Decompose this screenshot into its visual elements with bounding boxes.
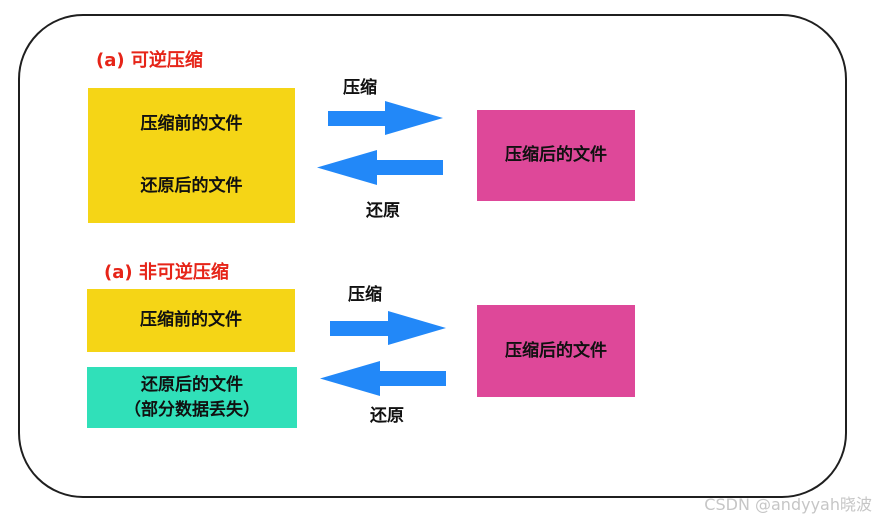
section-title-lossy: (a) 非可逆压缩: [104, 262, 229, 283]
csdn-watermark: CSDN @andyyah晓波: [704, 495, 872, 514]
compress-label: 压缩: [343, 78, 377, 98]
compress-arrow-right-icon: [330, 311, 446, 345]
arrow-head: [320, 361, 380, 396]
lossy-restored-box: 还原后的文件 （部分数据丢失）: [87, 367, 297, 428]
compressed-file-label: 压缩后的文件: [505, 340, 607, 361]
lossless-compressed-box: 压缩后的文件: [477, 110, 635, 201]
data-loss-note: （部分数据丢失）: [124, 399, 260, 420]
compressed-file-label: 压缩后的文件: [505, 145, 607, 166]
diagram-rounded-frame: [18, 14, 847, 498]
arrow-head: [317, 150, 377, 185]
arrow-head: [388, 311, 446, 345]
compress-arrow-right-icon: [328, 101, 443, 135]
restore-arrow-left-icon: [320, 361, 446, 396]
before-compression-label: 压缩前的文件: [140, 114, 243, 135]
arrow-shaft: [328, 110, 385, 126]
after-restore-label: 还原后的文件: [141, 374, 243, 395]
restore-label: 还原: [370, 406, 404, 426]
lossy-source-box: 压缩前的文件: [87, 289, 295, 352]
after-restore-label: 还原后的文件: [140, 175, 243, 196]
arrow-shaft: [330, 320, 388, 336]
arrow-head: [385, 101, 443, 135]
restore-arrow-left-icon: [317, 150, 443, 185]
restore-label: 还原: [366, 201, 400, 221]
arrow-shaft: [380, 371, 446, 386]
compress-label: 压缩: [348, 285, 382, 305]
section-title-lossless: (a) 可逆压缩: [96, 50, 203, 71]
before-compression-label: 压缩前的文件: [140, 310, 242, 331]
lossless-source-restored-box: 压缩前的文件 还原后的文件: [88, 88, 295, 223]
lossy-compressed-box: 压缩后的文件: [477, 305, 635, 397]
arrow-shaft: [377, 160, 443, 175]
